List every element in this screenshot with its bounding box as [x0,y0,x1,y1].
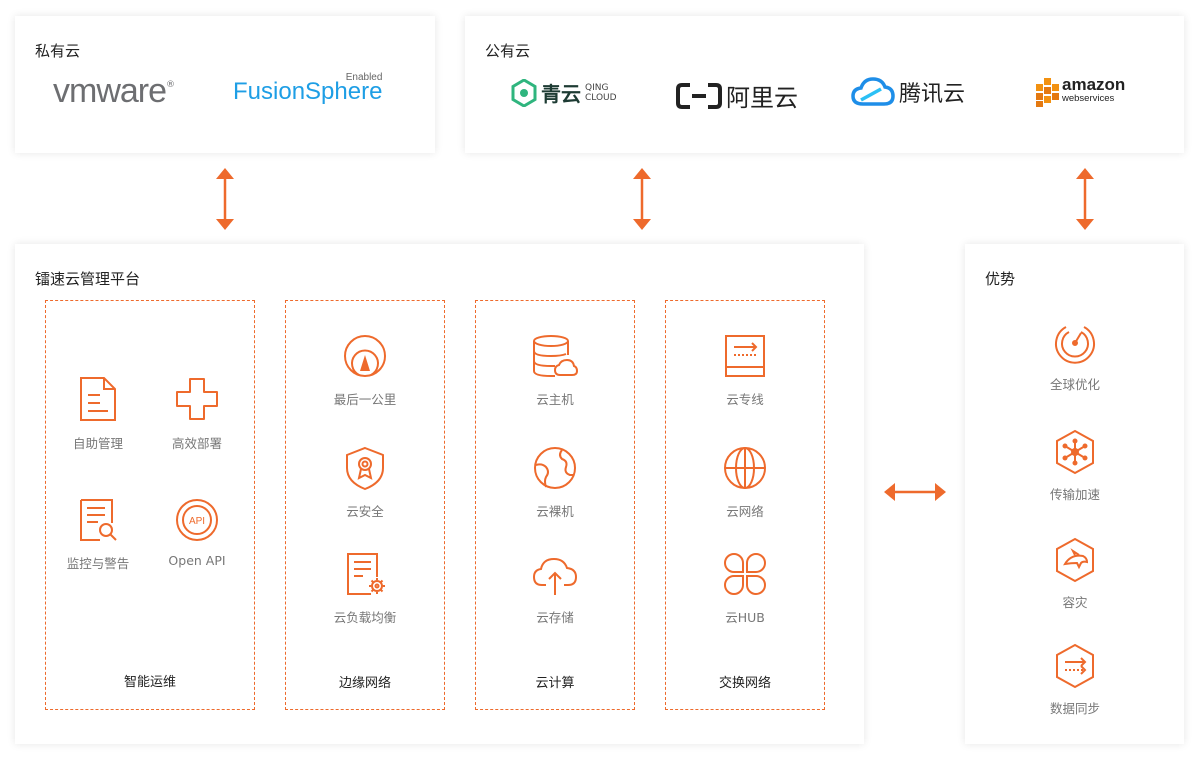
globe-icon [724,447,766,489]
private-cloud-title: 私有云 [35,42,81,60]
qingcloud-logo: 青云 QING CLOUD [511,78,617,107]
group-edge: 最后一公里 云安全 云负载均衡 边缘网络 [285,300,445,710]
hexagon-sync-icon [1056,643,1094,689]
gauge-icon [1055,326,1095,364]
platform-card: 镭速云管理平台 自助管理 高效部署 监控与警告 [15,244,864,744]
dedicated-line-icon [725,335,765,377]
hexagon-network-icon [1056,429,1094,475]
item-cloud-hub: 云HUB [690,551,800,626]
item-open-api: API Open API [142,497,252,568]
cloud-upload-icon [532,557,578,595]
group-caption: 边缘网络 [338,676,391,691]
item-last-mile: 最后一公里 [310,333,420,408]
item-load-balance: 云负载均衡 [310,551,420,626]
adv-data-sync: 数据同步 [1015,642,1135,717]
group-switching: 云专线 云网络 云HUB 交换网络 [665,300,825,710]
adv-transfer-acceleration: 传输加速 [1015,428,1135,503]
qingcloud-mark-icon [511,78,537,107]
group-caption: 智能运维 [123,675,176,690]
cross-icon [176,378,218,420]
bidirectional-arrow-icon [216,168,234,230]
advantages-title: 优势 [985,270,1016,288]
group-caption: 云计算 [535,676,575,691]
item-monitor: 监控与警告 [43,497,153,572]
aws-boxes-icon [1036,78,1059,107]
public-cloud-card: 公有云 青云 QING CLOUD 阿里云 腾讯云 [465,16,1184,153]
settings-document-icon [347,553,385,595]
shield-icon [346,446,384,491]
tencent-cloud-logo: 腾讯云 [851,76,965,108]
hexagon-dolphin-icon [1056,537,1094,583]
tencent-cloud-mark-icon [851,77,895,106]
aws-logo: amazon webservices [1035,76,1125,108]
api-icon-text: API [189,516,205,527]
aliyun-logo: 阿里云 [676,78,798,113]
group-caption: 交换网络 [718,676,771,691]
vmware-logo: vmware® [53,72,176,110]
aliyun-mark-icon [676,82,722,109]
item-cloud-host: 云主机 [500,333,610,408]
group-compute: 云主机 云裸机 云存储 云计算 [475,300,635,710]
clover-icon [724,553,766,595]
item-self-service: 自助管理 [43,375,153,452]
platform-title: 镭速云管理平台 [35,270,141,288]
bidirectional-arrow-icon [884,483,946,501]
item-deploy: 高效部署 [142,375,252,452]
bidirectional-arrow-icon [633,168,651,230]
group-ops: 自助管理 高效部署 监控与警告 API Open API 智能运维 [45,300,255,710]
location-icon [344,335,386,377]
adv-global-optimization: 全球优化 [1015,320,1135,393]
public-cloud-title: 公有云 [485,42,531,60]
item-security: 云安全 [310,445,420,520]
adv-disaster-recovery: 容灾 [1015,536,1135,611]
advantages-card: 优势 全球优化 传输加速 容灾 数据同步 [965,244,1184,744]
database-cloud-icon [533,335,579,377]
item-bare-metal: 云裸机 [500,445,610,520]
api-icon: API [176,499,218,541]
search-document-icon [80,499,117,541]
item-cloud-network: 云网络 [690,445,800,520]
globe-map-icon [534,447,576,489]
private-cloud-card: 私有云 vmware® FusionSphere Enabled [15,16,435,153]
fusionsphere-logo: FusionSphere Enabled [233,72,383,105]
document-icon [80,377,116,421]
item-dedicated-line: 云专线 [690,333,800,408]
item-cloud-storage: 云存储 [500,551,610,626]
bidirectional-arrow-icon [1076,168,1094,230]
